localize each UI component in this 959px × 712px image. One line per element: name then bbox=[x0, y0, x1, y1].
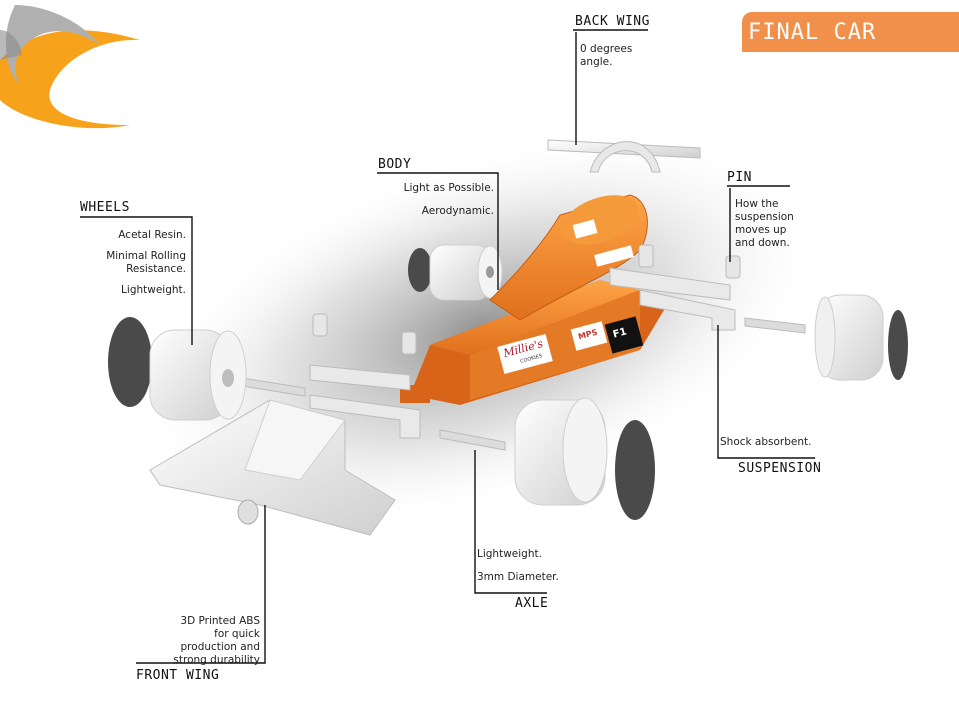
corner-logo bbox=[0, 5, 140, 129]
body-note-line: Aerodynamic. bbox=[421, 205, 494, 217]
pin-note-line: How the bbox=[735, 198, 779, 210]
back-wing-part bbox=[547, 139, 701, 173]
front-wing-part bbox=[149, 399, 396, 536]
suspension-arms bbox=[309, 267, 736, 439]
pin-heading: PIN bbox=[727, 170, 752, 185]
axle-note-line: 3mm Diameter. bbox=[477, 571, 559, 583]
callout-lines bbox=[80, 29, 815, 664]
body-heading: BODY bbox=[378, 157, 412, 172]
suspension-heading: SUSPENSION bbox=[738, 461, 822, 476]
front-right-wheel bbox=[514, 397, 655, 520]
body-note-line: Light as Possible. bbox=[403, 182, 494, 194]
back-wing-heading: BACK WING bbox=[575, 14, 650, 29]
axle-heading: AXLE bbox=[515, 596, 549, 611]
page-title: FINAL CAR bbox=[748, 20, 877, 45]
front-wing-note-line: strong durability bbox=[173, 654, 260, 666]
axle-note: Lightweight. 3mm Diameter. bbox=[477, 548, 559, 584]
wheels-note-line: Minimal Rolling bbox=[106, 250, 186, 262]
front-wing-heading: FRONT WING bbox=[136, 668, 220, 683]
pin-note-line: and down. bbox=[735, 237, 790, 249]
suspension-note: Shock absorbent. bbox=[720, 436, 811, 449]
wheels-note-line: Resistance. bbox=[126, 263, 186, 275]
wheels-note-line: Lightweight. bbox=[121, 284, 186, 296]
axles bbox=[241, 317, 806, 451]
back-wing-note: 0 degrees angle. bbox=[580, 43, 632, 69]
wheels-heading: WHEELS bbox=[80, 200, 130, 215]
wheels-note-line: Acetal Resin. bbox=[118, 229, 186, 241]
front-left-wheel bbox=[108, 317, 247, 421]
body-note: Light as Possible. Aerodynamic. bbox=[390, 182, 494, 218]
back-wing-note-line: angle. bbox=[580, 56, 613, 68]
back-wing-note-line: 0 degrees bbox=[580, 43, 633, 55]
car-body-part bbox=[400, 194, 670, 405]
wheels-note: Acetal Resin. Minimal Rolling Resistance… bbox=[86, 229, 186, 297]
title-tab bbox=[742, 12, 959, 52]
suspension-note-line: Shock absorbent. bbox=[720, 436, 812, 448]
pin-note: How the suspension moves up and down. bbox=[735, 198, 794, 250]
front-wing-note-line: for quick bbox=[214, 628, 260, 640]
pin-note-line: suspension bbox=[735, 211, 794, 223]
rear-right-wheel bbox=[814, 294, 908, 381]
pin-note-line: moves up bbox=[735, 224, 787, 236]
front-wing-note: 3D Printed ABS for quick production and … bbox=[158, 615, 260, 667]
front-wing-note-line: production and bbox=[180, 641, 260, 653]
rear-left-wheel bbox=[408, 244, 503, 301]
front-wing-note-line: 3D Printed ABS bbox=[180, 615, 260, 627]
axle-note-line: Lightweight. bbox=[477, 548, 542, 560]
